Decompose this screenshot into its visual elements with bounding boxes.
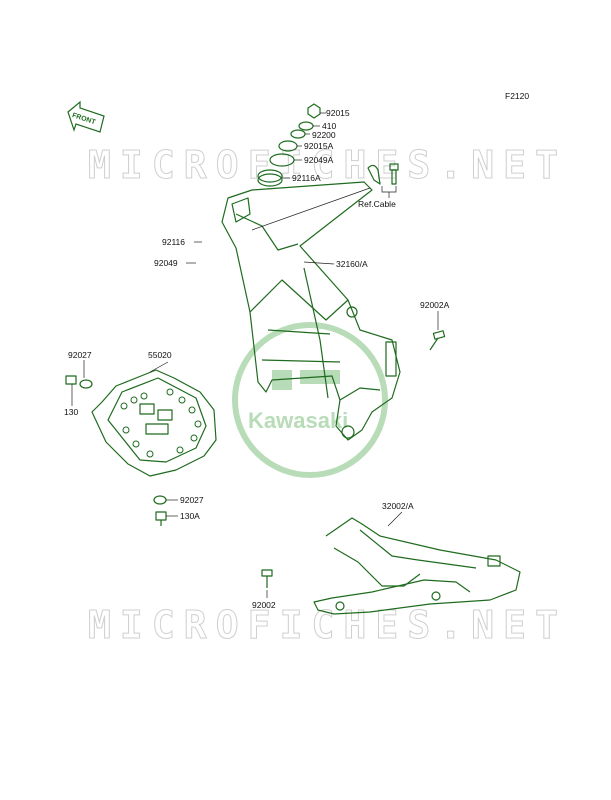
washer-bolt-top-icon — [65, 375, 93, 389]
watermark-top: MICROFICHES.NET — [88, 143, 558, 187]
part-label-32002a: 32002/A — [382, 501, 414, 511]
part-label-92200: 92200 — [312, 130, 336, 140]
part-label-92015a: 92015A — [304, 141, 334, 151]
sub-frame-icon — [313, 517, 521, 615]
main-frame-icon — [221, 181, 401, 441]
part-label-32160a: 32160/A — [336, 259, 368, 269]
leader-lines — [71, 112, 439, 598]
part-label-55020: 55020 — [148, 350, 172, 360]
figure-code: F2120 — [505, 91, 529, 101]
part-label-92116: 92116 — [162, 237, 185, 247]
part-label-92049a: 92049A — [304, 155, 334, 165]
part-label-92116a: 92116A — [292, 173, 321, 183]
bolt-92002-icon — [261, 569, 273, 588]
part-label-410: 410 — [322, 121, 336, 131]
part-label-130a: 130A — [180, 511, 200, 521]
part-label-92015: 92015 — [326, 108, 350, 118]
logo-text: Kawasaki — [248, 408, 348, 433]
part-label-92049: 92049 — [154, 258, 178, 268]
cable-clamp-icon — [367, 163, 399, 185]
part-label-92027-top: 92027 — [68, 350, 92, 360]
part-label-92002: 92002 — [252, 600, 276, 610]
front-arrow-icon: FRONT — [67, 100, 105, 133]
part-label-92002a: 92002A — [420, 300, 450, 310]
kawasaki-logo: Kawasaki — [232, 322, 388, 478]
part-label-92027-bottom: 92027 — [180, 495, 204, 505]
washer-bolt-bottom-icon — [153, 495, 167, 526]
ref-cable-label: Ref.Cable — [358, 199, 396, 209]
skid-plate-icon — [91, 369, 217, 477]
bolt-92002a-icon — [429, 330, 446, 351]
watermark-bottom: MICROFICHES.NET — [88, 603, 558, 647]
part-label-130: 130 — [64, 407, 78, 417]
